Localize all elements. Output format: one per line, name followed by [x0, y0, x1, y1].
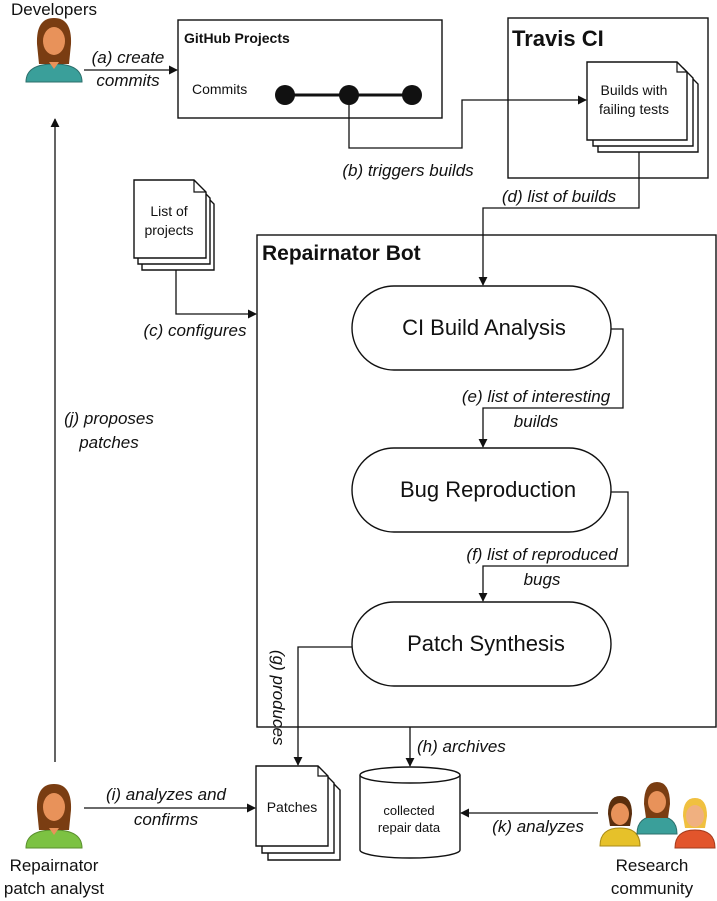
github-projects-box [177, 19, 443, 119]
edge-f-arrow [478, 491, 629, 602]
github-projects-title: GitHub Projects [184, 30, 290, 46]
edge-h-label: (h) archives [417, 737, 506, 756]
edge-a-label-line1: (a) create [92, 48, 165, 67]
bug-reproduction-stage [351, 447, 612, 533]
edge-i-label-line2: confirms [134, 810, 199, 829]
edge-b-label: (b) triggers builds [342, 161, 474, 180]
repair-data-label-line2: repair data [378, 820, 441, 835]
edge-g-label: (g) produces [269, 650, 288, 746]
repair-data-database [359, 766, 461, 859]
patch-synthesis-stage [351, 601, 612, 687]
builds-label-line1: Builds with [601, 82, 668, 98]
edge-d-label: (d) list of builds [502, 187, 617, 206]
edge-c-label: (c) configures [144, 321, 247, 340]
edge-c-arrow [175, 270, 257, 319]
edge-b-arrow [348, 95, 587, 149]
builds-label-line2: failing tests [599, 101, 669, 117]
analyst-label-line1: Repairnator [10, 856, 99, 875]
patch-synthesis-label: Patch Synthesis [407, 631, 565, 656]
commit-node-2 [339, 85, 359, 105]
edge-j-label-line2: patches [78, 433, 139, 452]
edge-f-label-line1: (f) list of reproduced [466, 545, 618, 564]
edge-g-arrow [293, 646, 352, 766]
research-community-avatars-icon [599, 782, 716, 849]
research-label-line1: Research [616, 856, 689, 875]
bug-reproduction-label: Bug Reproduction [400, 477, 576, 502]
edge-e-label-line1: (e) list of interesting [462, 387, 611, 406]
edge-e-arrow [478, 328, 624, 448]
builds-document-stack [586, 61, 699, 153]
patches-label: Patches [267, 799, 318, 815]
edge-a-label-line2: commits [96, 71, 160, 90]
ci-build-analysis-stage [351, 285, 612, 371]
analyst-label-line2: patch analyst [4, 879, 104, 898]
research-label-line2: community [611, 879, 694, 898]
commits-label: Commits [192, 81, 247, 97]
edge-f-label-line2: bugs [524, 570, 561, 589]
patches-document-stack [255, 765, 341, 861]
travis-ci-title: Travis CI [512, 26, 604, 51]
projects-document-stack [133, 179, 215, 271]
edge-e-label-line2: builds [514, 412, 559, 431]
ci-build-analysis-label: CI Build Analysis [402, 315, 566, 340]
developer-avatar-icon [25, 18, 83, 83]
projects-label-line2: projects [144, 222, 193, 238]
repairnator-bot-title: Repairnator Bot [262, 242, 421, 265]
edge-d-arrow [478, 152, 640, 286]
commit-node-3 [402, 85, 422, 105]
edge-k-label: (k) analyzes [492, 817, 584, 836]
developers-label: Developers [11, 0, 97, 19]
edge-i-label-line1: (i) analyzes and [106, 785, 227, 804]
projects-label-line1: List of [150, 203, 187, 219]
edge-j-label-line1: (j) proposes [64, 409, 154, 428]
commit-node-1 [275, 85, 295, 105]
patch-analyst-avatar-icon [25, 784, 83, 849]
repair-data-label-line1: collected [383, 803, 434, 818]
